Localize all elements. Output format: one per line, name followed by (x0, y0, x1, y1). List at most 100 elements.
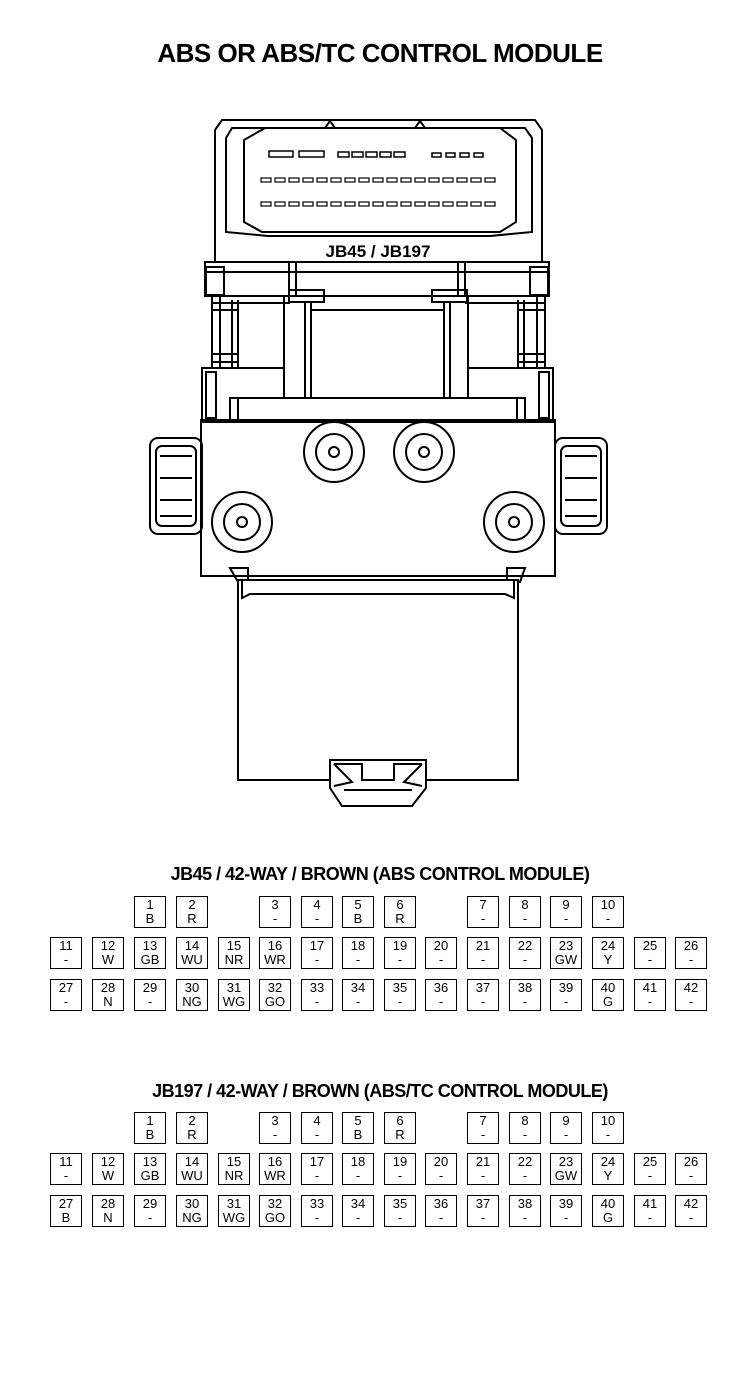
pin-number: 41 (642, 980, 658, 995)
pin-wire-color: NG (182, 1210, 202, 1225)
pin-number: 4 (313, 897, 321, 912)
pin-wire-color: - (314, 994, 320, 1009)
pin-number: 10 (600, 897, 616, 912)
pin-number: 11 (59, 1154, 73, 1169)
pin-number: 21 (475, 938, 491, 953)
pin-wire-color: - (563, 1127, 569, 1142)
pin-number: 12 (100, 1154, 116, 1169)
pin-39: 39- (550, 1195, 582, 1227)
pin-wire-color: W (101, 952, 115, 967)
pin-number: 34 (350, 1196, 366, 1211)
pin-25: 25- (634, 1153, 666, 1185)
module-label: JB45 / JB197 (326, 242, 431, 261)
pin-number: 1 (146, 1113, 154, 1128)
pin-number: 22 (517, 938, 533, 953)
pin-wire-color: - (314, 952, 320, 967)
pin-number: 4 (313, 1113, 321, 1128)
pin-number: 41 (642, 1196, 658, 1211)
pin-wire-color: NR (224, 952, 244, 967)
pin-number: 37 (475, 1196, 491, 1211)
pin-number: 3 (271, 897, 279, 912)
pin-wire-color: - (63, 1168, 69, 1183)
pin-number: 12 (100, 938, 116, 953)
pin-21: 21- (467, 1153, 499, 1185)
pin-wire-color: - (688, 1168, 694, 1183)
pin-wire-color: - (480, 994, 486, 1009)
pin-number: 24 (600, 1154, 616, 1169)
pin-wire-color: GO (264, 1210, 286, 1225)
pin-33: 33- (301, 1195, 333, 1227)
pin-wire-color: WU (181, 952, 203, 967)
pin-number: 25 (642, 1154, 658, 1169)
pin-wire-color: - (272, 911, 278, 926)
pin-35: 35- (384, 1195, 416, 1227)
pin-wire-color: B (145, 911, 155, 926)
pin-wire-color: - (480, 1168, 486, 1183)
pin-wire-color: GW (554, 1168, 578, 1183)
pin-11: 11- (50, 937, 82, 969)
pin-number: 9 (562, 1113, 570, 1128)
pin-number: 21 (475, 1154, 491, 1169)
pin-number: 36 (433, 1196, 449, 1211)
pin-wire-color: G (602, 1210, 614, 1225)
pin-19: 19- (384, 1153, 416, 1185)
pin-37: 37- (467, 1195, 499, 1227)
pin-26: 26- (675, 937, 707, 969)
pin-number: 27 (58, 980, 74, 995)
pin-wire-color: - (438, 1168, 444, 1183)
pin-wire-color: N (103, 1210, 113, 1225)
pin-29: 29- (134, 979, 166, 1011)
pin-number: 38 (517, 1196, 533, 1211)
pin-number: 33 (309, 980, 325, 995)
pin-22: 22- (509, 1153, 541, 1185)
pin-number: 11 (59, 938, 73, 953)
pin-wire-color: - (563, 911, 569, 926)
pin-21: 21- (467, 937, 499, 969)
pin-number: 13 (142, 1154, 158, 1169)
connector-slots (268, 150, 484, 158)
pin-20: 20- (425, 1153, 457, 1185)
pin-33: 33- (301, 979, 333, 1011)
pin-number: 35 (392, 980, 408, 995)
pin-number: 26 (683, 938, 699, 953)
pin-3: 3- (259, 896, 291, 928)
pin-number: 14 (184, 938, 200, 953)
pin-number: 2 (188, 897, 196, 912)
pin-wire-color: NR (224, 1168, 244, 1183)
pin-wire-color: GW (554, 952, 578, 967)
pin-number: 35 (392, 1196, 408, 1211)
pin-wire-color: WG (222, 994, 246, 1009)
pin-number: 25 (642, 938, 658, 953)
pin-17: 17- (301, 937, 333, 969)
pin-number: 6 (396, 897, 404, 912)
pin-wire-color: B (353, 911, 363, 926)
pin-wire-color: - (605, 1127, 611, 1142)
pin-number: 31 (226, 1196, 242, 1211)
pin-27: 27- (50, 979, 82, 1011)
pin-36: 36- (425, 1195, 457, 1227)
pin-number: 32 (267, 1196, 283, 1211)
pin-wire-color: - (522, 952, 528, 967)
pin-number: 16 (267, 1154, 283, 1169)
pin-number: 20 (433, 938, 449, 953)
pin-wire-color: - (647, 1210, 653, 1225)
pin-wire-color: - (563, 994, 569, 1009)
pin-37: 37- (467, 979, 499, 1011)
pin-number: 30 (184, 1196, 200, 1211)
pin-22: 22- (509, 937, 541, 969)
pin-wire-color: - (522, 1168, 528, 1183)
pin-wire-color: - (397, 994, 403, 1009)
pin-8: 8- (509, 1112, 541, 1144)
